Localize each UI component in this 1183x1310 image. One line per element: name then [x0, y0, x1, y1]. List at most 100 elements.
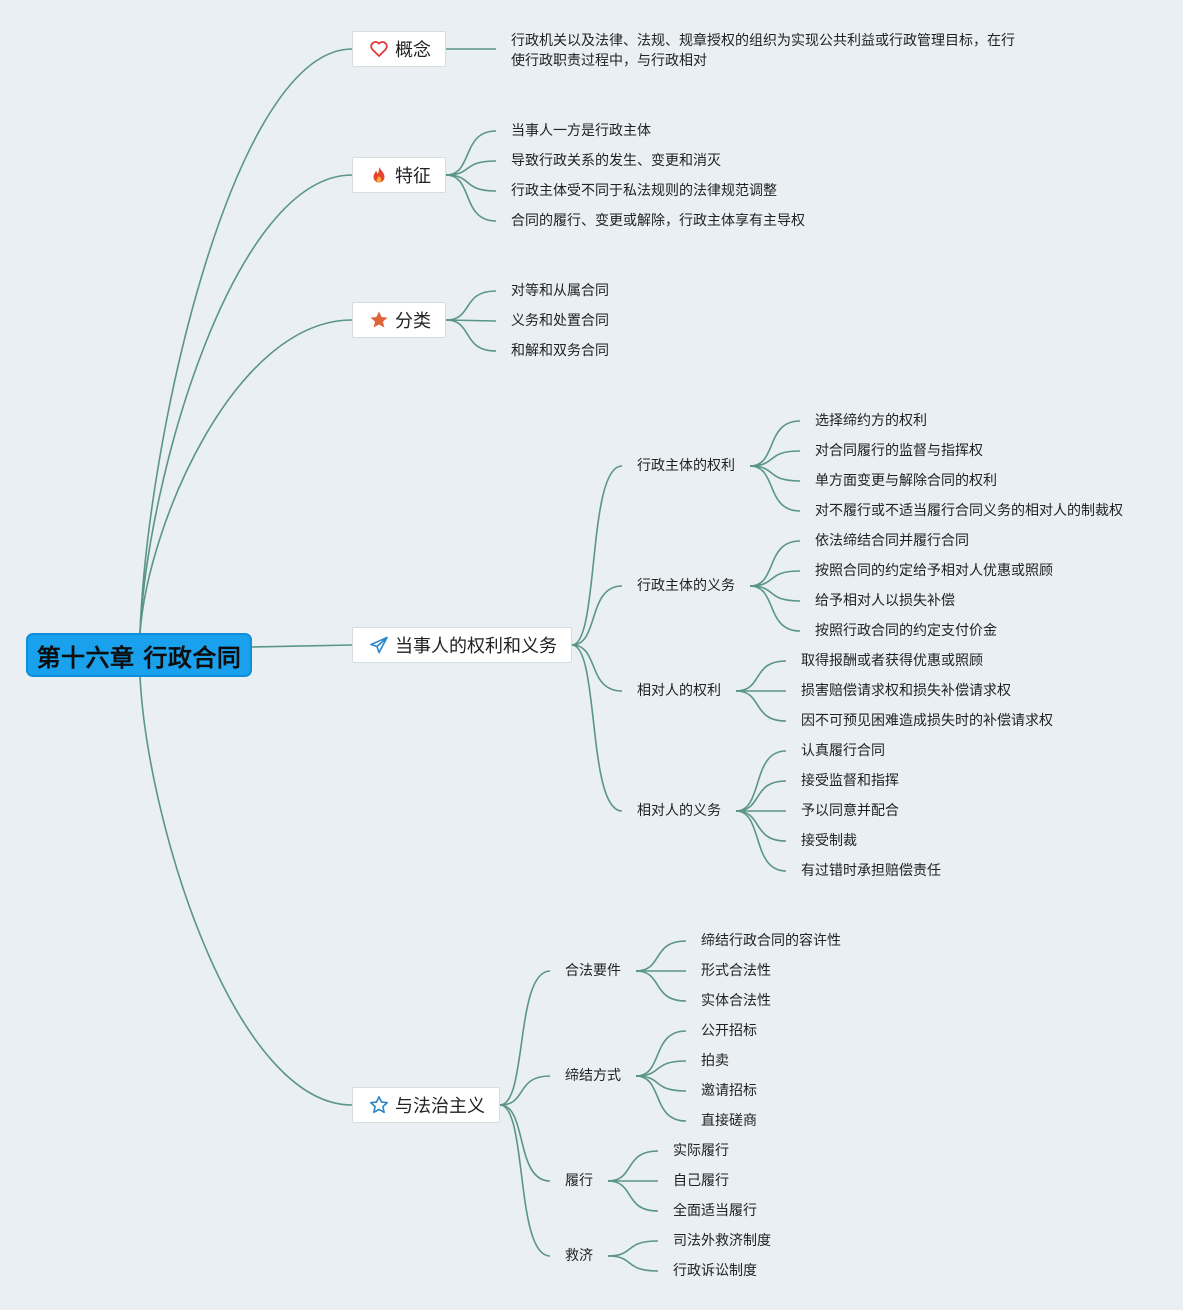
law-group-label[interactable]: 缔结方式: [565, 1068, 621, 1084]
rights-item[interactable]: 依法缔结合同并履行合同: [815, 533, 969, 549]
law-item[interactable]: 邀请招标: [701, 1083, 757, 1099]
branch-rule-of-law[interactable]: 与法治主义: [352, 1087, 500, 1123]
child-connector: [499, 970, 551, 1106]
branch-rule-of-law-label: 与法治主义: [395, 1096, 485, 1117]
branch-concept[interactable]: 概念: [352, 31, 446, 67]
classification-item[interactable]: 对等和从属合同: [511, 283, 609, 299]
rights-item[interactable]: 损害赔偿请求权和损失补偿请求权: [801, 683, 1011, 699]
child-connector: [749, 585, 801, 632]
law-item[interactable]: 公开招标: [701, 1023, 757, 1039]
child-connector: [749, 420, 801, 467]
child-connector: [571, 465, 623, 646]
child-connector: [635, 1075, 687, 1122]
law-item[interactable]: 行政诉讼制度: [673, 1263, 757, 1279]
rights-group-label[interactable]: 相对人的义务: [637, 803, 721, 819]
rights-item[interactable]: 给予相对人以损失补偿: [815, 593, 955, 609]
feature-item[interactable]: 行政主体受不同于私法规则的法律规范调整: [511, 183, 777, 199]
rights-item[interactable]: 接受制裁: [801, 833, 857, 849]
branch-features-label: 特征: [395, 166, 431, 187]
branch-classification-label: 分类: [395, 311, 431, 332]
child-connector: [499, 1104, 551, 1182]
child-connector: [499, 1104, 551, 1257]
child-connector: [749, 540, 801, 587]
rights-group-label[interactable]: 相对人的权利: [637, 683, 721, 699]
rights-item[interactable]: 认真履行合同: [801, 743, 885, 759]
rights-item[interactable]: 按照合同的约定给予相对人优惠或照顾: [815, 563, 1053, 579]
law-item[interactable]: 司法外救济制度: [673, 1233, 771, 1249]
law-item[interactable]: 实体合法性: [701, 993, 771, 1009]
child-connector: [635, 940, 687, 972]
heart-icon: [369, 39, 389, 59]
child-connector: [749, 465, 801, 512]
rights-item[interactable]: 按照行政合同的约定支付价金: [815, 623, 997, 639]
rights-item[interactable]: 接受监督和指挥: [801, 773, 899, 789]
child-connector: [749, 570, 801, 587]
branch-concept-label: 概念: [395, 40, 431, 61]
child-connector: [635, 1060, 687, 1077]
law-item[interactable]: 自己履行: [673, 1173, 729, 1189]
law-item[interactable]: 形式合法性: [701, 963, 771, 979]
child-connector: [499, 1075, 551, 1106]
law-item[interactable]: 实际履行: [673, 1143, 729, 1159]
child-connector: [735, 660, 787, 692]
root-connector: [251, 644, 353, 648]
child-connector: [635, 1030, 687, 1077]
child-connector: [735, 810, 787, 842]
child-connector: [607, 1150, 659, 1182]
rights-item[interactable]: 对合同履行的监督与指挥权: [815, 443, 983, 459]
fire-icon: [369, 165, 389, 185]
branch-rights-obligations[interactable]: 当事人的权利和义务: [352, 627, 572, 663]
paper-plane-icon: [369, 635, 389, 655]
root-topic[interactable]: 第十六章 行政合同: [26, 633, 252, 677]
root-connector: [139, 174, 353, 634]
law-item[interactable]: 全面适当履行: [673, 1203, 757, 1219]
child-connector: [571, 644, 623, 812]
rights-item[interactable]: 取得报酬或者获得优惠或照顾: [801, 653, 983, 669]
rights-item[interactable]: 因不可预见困难造成损失时的补偿请求权: [801, 713, 1053, 729]
child-connector: [445, 319, 497, 352]
child-connector: [445, 290, 497, 321]
child-connector: [735, 780, 787, 812]
child-connector: [607, 1240, 659, 1257]
child-connector: [445, 130, 497, 176]
feature-item[interactable]: 合同的履行、变更或解除，行政主体享有主导权: [511, 213, 805, 229]
child-connector: [571, 585, 623, 646]
child-connector: [735, 750, 787, 812]
rights-item[interactable]: 予以同意并配合: [801, 803, 899, 819]
root-connector: [139, 319, 353, 634]
branch-features[interactable]: 特征: [352, 157, 446, 193]
concept-text[interactable]: 行政机关以及法律、法规、规章授权的组织为实现公共利益或行政管理目标，在行使行政职…: [511, 33, 1015, 69]
classification-item[interactable]: 义务和处置合同: [511, 313, 609, 329]
law-item[interactable]: 拍卖: [701, 1053, 729, 1069]
root-connector: [139, 48, 353, 634]
feature-item[interactable]: 导致行政关系的发生、变更和消灭: [511, 153, 721, 169]
rights-group-label[interactable]: 行政主体的权利: [637, 458, 735, 474]
star-outline-icon: [369, 1095, 389, 1115]
child-connector: [445, 174, 497, 222]
rights-item[interactable]: 选择缔约方的权利: [815, 413, 927, 429]
child-connector: [749, 585, 801, 602]
star-filled-icon: [369, 310, 389, 330]
law-item[interactable]: 缔结行政合同的容许性: [701, 933, 841, 949]
child-connector: [749, 465, 801, 482]
feature-item[interactable]: 当事人一方是行政主体: [511, 123, 651, 139]
rights-group-label[interactable]: 行政主体的义务: [637, 578, 735, 594]
branch-classification[interactable]: 分类: [352, 302, 446, 338]
law-group-label[interactable]: 救济: [565, 1248, 593, 1264]
child-connector: [635, 1075, 687, 1092]
child-connector: [445, 160, 497, 176]
root-connector: [139, 676, 353, 1106]
child-connector: [635, 970, 687, 1002]
child-connector: [749, 450, 801, 467]
child-connector: [735, 690, 787, 722]
branch-rights-label: 当事人的权利和义务: [395, 636, 557, 657]
rights-item[interactable]: 对不履行或不适当履行合同义务的相对人的制裁权: [815, 503, 1123, 519]
classification-item[interactable]: 和解和双务合同: [511, 343, 609, 359]
law-item[interactable]: 直接磋商: [701, 1113, 757, 1129]
rights-item[interactable]: 有过错时承担赔偿责任: [801, 863, 941, 879]
child-connector: [607, 1255, 659, 1272]
law-group-label[interactable]: 履行: [565, 1173, 593, 1189]
law-group-label[interactable]: 合法要件: [565, 963, 621, 979]
rights-item[interactable]: 单方面变更与解除合同的权利: [815, 473, 997, 489]
